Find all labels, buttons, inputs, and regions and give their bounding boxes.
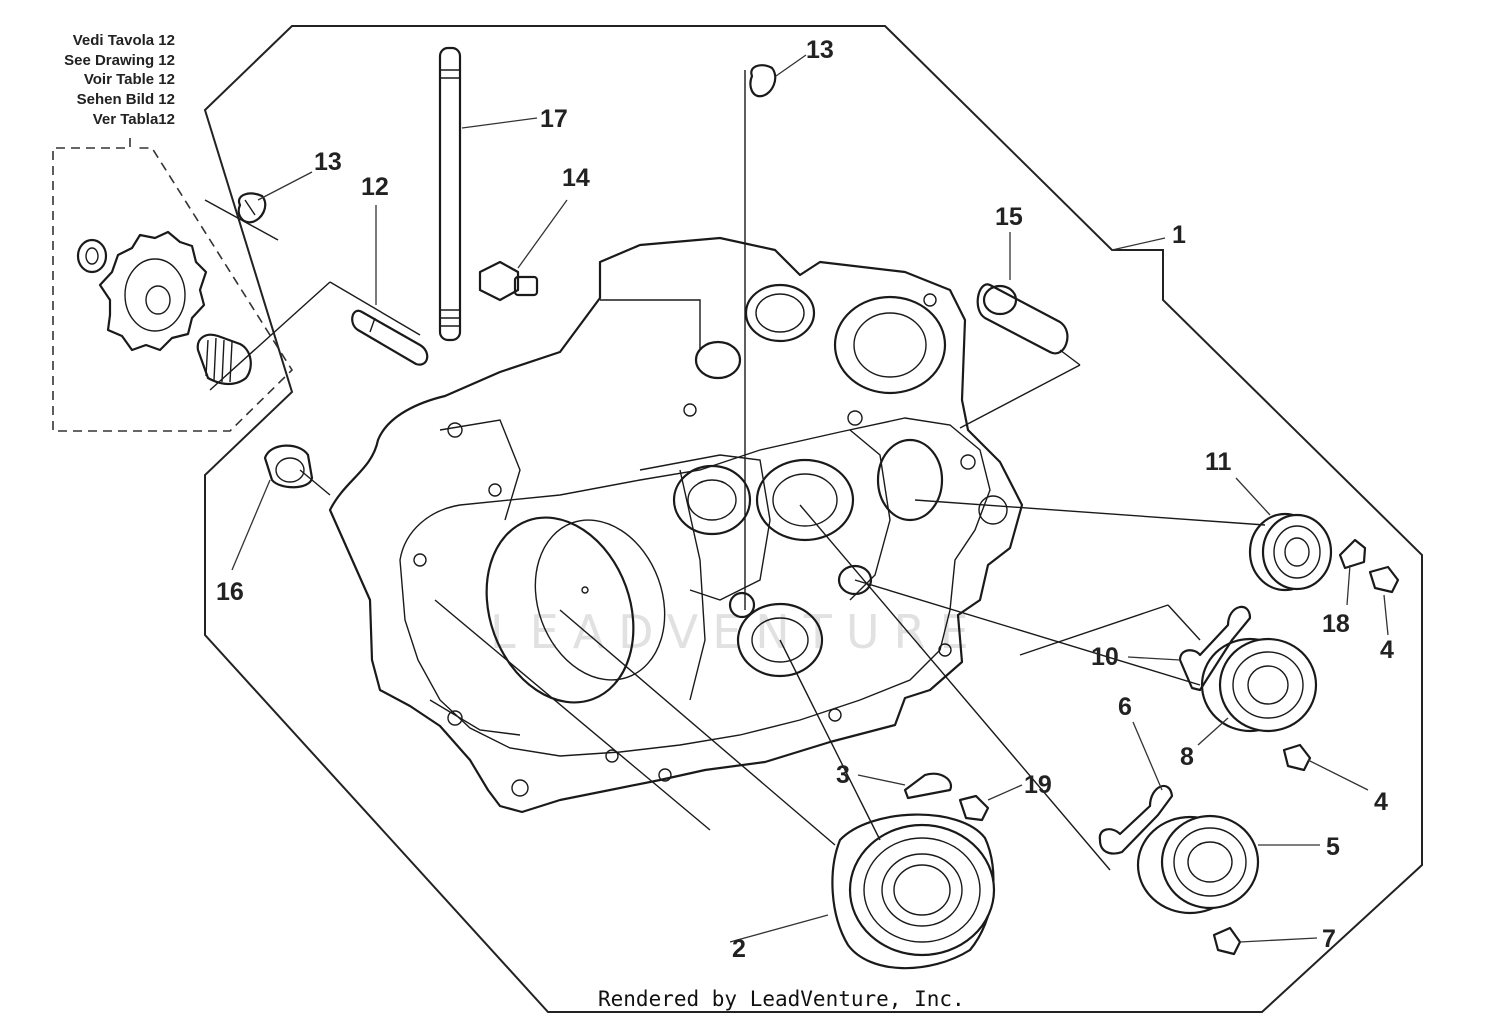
callout-10: 10 bbox=[1091, 643, 1119, 671]
xref-line-it: Vedi Tavola 12 bbox=[73, 32, 175, 49]
screw-19 bbox=[958, 794, 990, 822]
tab-3 bbox=[903, 772, 953, 800]
callout-4-lower: 4 bbox=[1374, 788, 1388, 816]
callout-2: 2 bbox=[732, 935, 746, 963]
crankcase-housing bbox=[328, 236, 1024, 814]
retainer-plate-10 bbox=[1178, 605, 1252, 692]
xref-line-fr: Voir Table 12 bbox=[84, 71, 175, 88]
callout-5: 5 bbox=[1326, 833, 1340, 861]
callout-15: 15 bbox=[995, 203, 1023, 231]
credit-text: Rendered by LeadVenture, Inc. bbox=[598, 987, 965, 1011]
callout-12: 12 bbox=[361, 173, 389, 201]
callout-4-upper: 4 bbox=[1380, 636, 1394, 664]
screw-4-upper bbox=[1368, 565, 1400, 594]
callout-19: 19 bbox=[1024, 771, 1052, 799]
clip-13-left bbox=[237, 192, 267, 224]
needle-bearing-crossref bbox=[196, 333, 252, 386]
xref-line-es: Ver Tabla12 bbox=[93, 111, 175, 128]
callout-13-right: 13 bbox=[806, 36, 834, 64]
bearing-11 bbox=[1248, 512, 1333, 592]
clip-13-right bbox=[749, 64, 777, 98]
callout-3: 3 bbox=[836, 761, 850, 789]
cross-reference-note: Vedi Tavola 12 See Drawing 12 Voir Table… bbox=[64, 32, 175, 128]
bearing-2 bbox=[831, 813, 996, 970]
callout-18: 18 bbox=[1322, 610, 1350, 638]
dowel-pin-12 bbox=[351, 309, 429, 366]
callout-11: 11 bbox=[1205, 448, 1232, 476]
screw-4-lower bbox=[1282, 743, 1312, 772]
callout-1: 1 bbox=[1172, 221, 1186, 249]
callout-16: 16 bbox=[216, 578, 244, 606]
callout-labels: 1 2 3 4 4 5 6 7 8 10 11 12 13 13 14 15 1… bbox=[216, 36, 1394, 963]
bushing-15 bbox=[976, 283, 1069, 355]
callout-13-left: 13 bbox=[314, 148, 342, 176]
bearing-5 bbox=[1136, 814, 1260, 915]
diagram-boundary bbox=[203, 25, 1423, 1013]
leader-lines bbox=[204, 54, 1389, 943]
callout-6: 6 bbox=[1118, 693, 1132, 721]
callout-17: 17 bbox=[540, 105, 568, 133]
watermark-text: LEADVENTURE bbox=[490, 605, 983, 659]
bushing-16 bbox=[263, 444, 314, 489]
callout-14: 14 bbox=[562, 164, 590, 192]
retainer-plate-6 bbox=[1098, 784, 1174, 855]
xref-line-en: See Drawing 12 bbox=[64, 52, 175, 69]
cross-reference-box bbox=[52, 138, 294, 432]
screw-7 bbox=[1212, 926, 1242, 956]
tab-18 bbox=[1338, 538, 1367, 570]
plug-14 bbox=[478, 260, 539, 302]
callout-7: 7 bbox=[1322, 925, 1336, 953]
callout-8: 8 bbox=[1180, 743, 1194, 771]
stud-17 bbox=[438, 46, 462, 342]
xref-line-de: Sehen Bild 12 bbox=[77, 91, 175, 108]
bearing-8 bbox=[1200, 637, 1318, 733]
gear-crossref bbox=[76, 230, 208, 352]
